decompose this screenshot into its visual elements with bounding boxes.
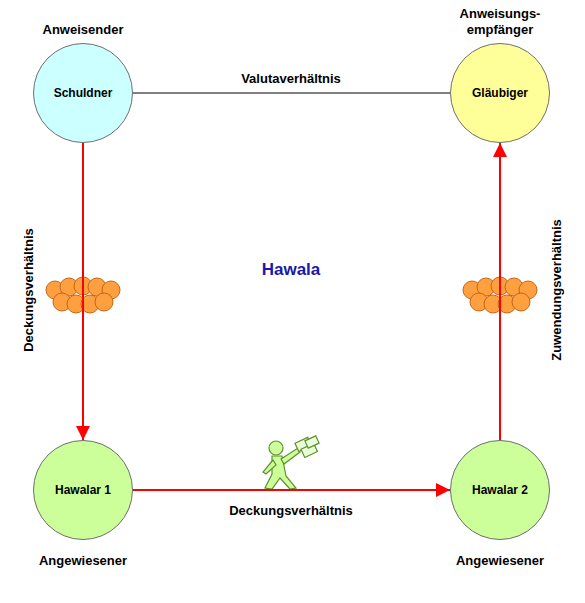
role-heading: Angewiesener — [452, 553, 548, 569]
relation-label: Deckungsverhältnis — [227, 503, 355, 518]
party-circle: Anweisungs- empfängerGläubiger — [450, 43, 550, 143]
relation-connector — [133, 93, 450, 94]
role-heading: Anweisungs- empfänger — [452, 6, 548, 38]
party-name: Hawalar 2 — [472, 483, 528, 497]
role-heading: Anweisender — [35, 22, 131, 38]
party-circle: Hawalar 1Angewiesener — [33, 440, 133, 540]
courier-figure — [263, 436, 319, 489]
relation-label: Valutaverhältnis — [239, 71, 343, 86]
diagram-title-label: Hawala — [262, 260, 321, 280]
relation-label: Zuwendungsverhältnis — [549, 217, 564, 363]
relation-label: Deckungsverhältnis — [21, 226, 36, 354]
party-circle: Hawalar 2Angewiesener — [450, 440, 550, 540]
party-name: Gläubiger — [472, 86, 528, 100]
role-heading: Angewiesener — [35, 553, 131, 569]
relation-connector — [499, 143, 501, 440]
relation-connector — [133, 489, 450, 491]
relation-connector — [82, 143, 84, 440]
party-circle: AnweisenderSchuldner — [33, 43, 133, 143]
party-name: Schuldner — [54, 86, 113, 100]
party-name: Hawalar 1 — [55, 483, 111, 497]
